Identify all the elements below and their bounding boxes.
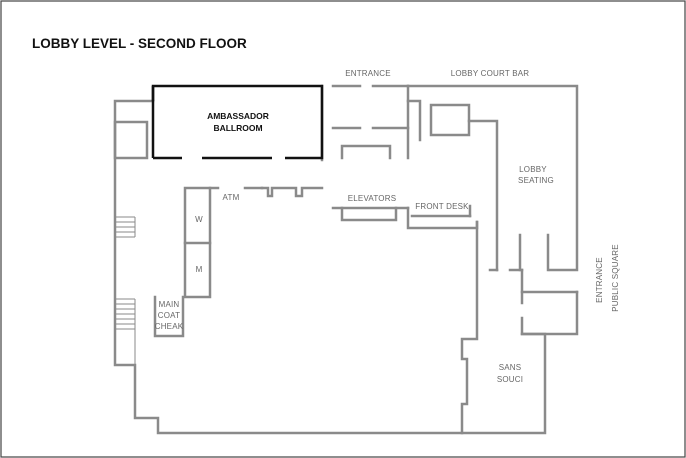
sans-souci-label-2: SOUCI: [497, 375, 523, 384]
walls: [113, 84, 579, 435]
restroom-women-label: W: [195, 215, 203, 224]
ambassador-ballroom[interactable]: AMBASSADOR BALLROOM: [151, 84, 324, 160]
lobby-court-bar-label: LOBBY COURT BAR: [451, 69, 530, 78]
stairs-lower: [115, 298, 136, 365]
coat-check-label-1: MAIN: [159, 300, 180, 309]
ballroom-label-1: AMBASSADOR: [207, 111, 269, 121]
restroom-men-label: M: [196, 265, 203, 274]
map-title: LOBBY LEVEL - SECOND FLOOR: [32, 36, 247, 51]
entrance-top-label: ENTRANCE: [345, 69, 391, 78]
lobby-seating-label-1: LOBBY: [519, 165, 547, 174]
ballroom-label-2: BALLROOM: [213, 123, 262, 133]
coat-check-label-3: CHEAK: [155, 322, 184, 331]
sans-souci-label-1: SANS: [499, 363, 522, 372]
front-desk-label: FRONT DESK: [415, 202, 469, 211]
coat-check-label-2: COAT: [158, 311, 180, 320]
elevators-label: ELEVATORS: [348, 194, 396, 203]
public-square-label: PUBLIC SQUARE: [611, 244, 620, 312]
atm-label: ATM: [223, 193, 240, 202]
lobby-seating-label-2: SEATING: [518, 176, 554, 185]
stairs-upper: [115, 216, 136, 238]
entrance-side-label: ENTRANCE: [595, 257, 604, 303]
